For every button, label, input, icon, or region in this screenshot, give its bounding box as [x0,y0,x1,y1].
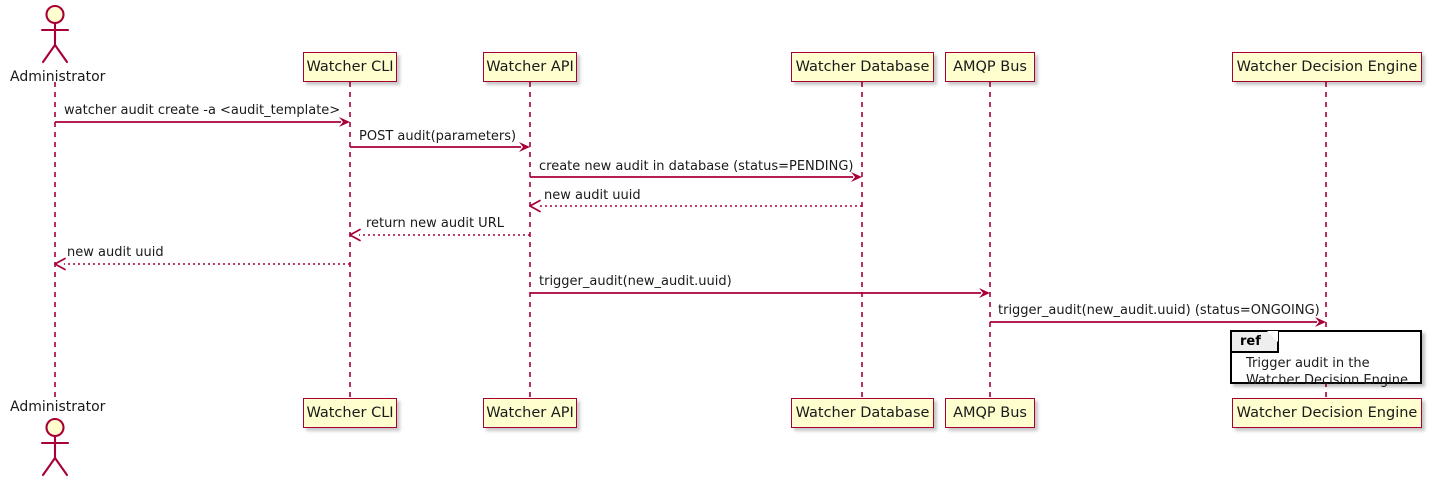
participant-box-cli-top[interactable]: Watcher CLI [303,52,397,82]
participant-label-amqp: AMQP Bus [953,58,1027,75]
participant-box-api-bottom[interactable]: Watcher API [483,398,577,428]
message-arrowhead-3 [851,172,862,182]
ref-fragment-line-1: Trigger audit in the [1246,356,1370,371]
message-arrowhead-2 [519,142,530,152]
participant-label-api: Watcher API [486,58,574,75]
participant-box-engine-top[interactable]: Watcher Decision Engine [1232,52,1422,82]
ref-fragment-tab-label: ref [1240,334,1261,349]
participant-label-engine: Watcher Decision Engine [1236,58,1418,75]
ref-fragment-tab: ref [1232,331,1279,353]
message-label-2: POST audit(parameters) [359,129,517,144]
message-label-8: trigger_audit(new_audit.uuid) (status=ON… [998,303,1320,318]
message-label-3: create new audit in database (status=PEN… [539,159,854,174]
message-arrowhead-1 [339,117,350,127]
actor-label-administrator-bottom: Administrator [10,399,106,415]
participant-label-amqp: AMQP Bus [953,404,1027,421]
participant-label-db: Watcher Database [795,404,930,421]
message-arrowhead-7 [979,288,990,298]
actor-leg-right-top [53,43,69,64]
participant-label-db: Watcher Database [795,58,930,75]
message-label-6: new audit uuid [67,245,164,260]
participant-box-amqp-bottom[interactable]: AMQP Bus [945,398,1035,428]
participant-label-engine: Watcher Decision Engine [1236,404,1418,421]
participant-box-cli-bottom[interactable]: Watcher CLI [303,398,397,428]
message-arrowhead-8 [1315,317,1326,327]
participant-box-amqp-top[interactable]: AMQP Bus [945,52,1035,82]
participant-box-engine-bottom[interactable]: Watcher Decision Engine [1232,398,1422,428]
message-label-7: trigger_audit(new_audit.uuid) [539,274,732,289]
message-label-5: return new audit URL [366,216,504,231]
actor-head-bottom [45,417,65,438]
actor-leg-right-bottom [53,456,69,477]
message-arrowhead-5 [349,228,361,242]
participant-label-cli: Watcher CLI [306,404,394,421]
message-label-1: watcher audit create -a <audit_template> [64,103,341,118]
actor-head-top [45,4,65,25]
actor-leg-left-bottom [41,456,57,477]
participant-label-api: Watcher API [486,404,574,421]
ref-fragment-line-2: Watcher Decision Engine [1246,372,1408,388]
message-arrowhead-4 [529,199,541,213]
participant-label-cli: Watcher CLI [306,58,394,75]
actor-label-administrator-top: Administrator [10,69,106,85]
ref-fragment-tab-corner-icon [1266,331,1278,342]
participant-box-db-top[interactable]: Watcher Database [791,52,934,82]
message-label-4: new audit uuid [544,188,641,203]
participant-box-db-bottom[interactable]: Watcher Database [791,398,934,428]
participant-box-api-top[interactable]: Watcher API [483,52,577,82]
actor-leg-left-top [41,43,57,64]
message-arrowhead-6 [54,257,66,271]
